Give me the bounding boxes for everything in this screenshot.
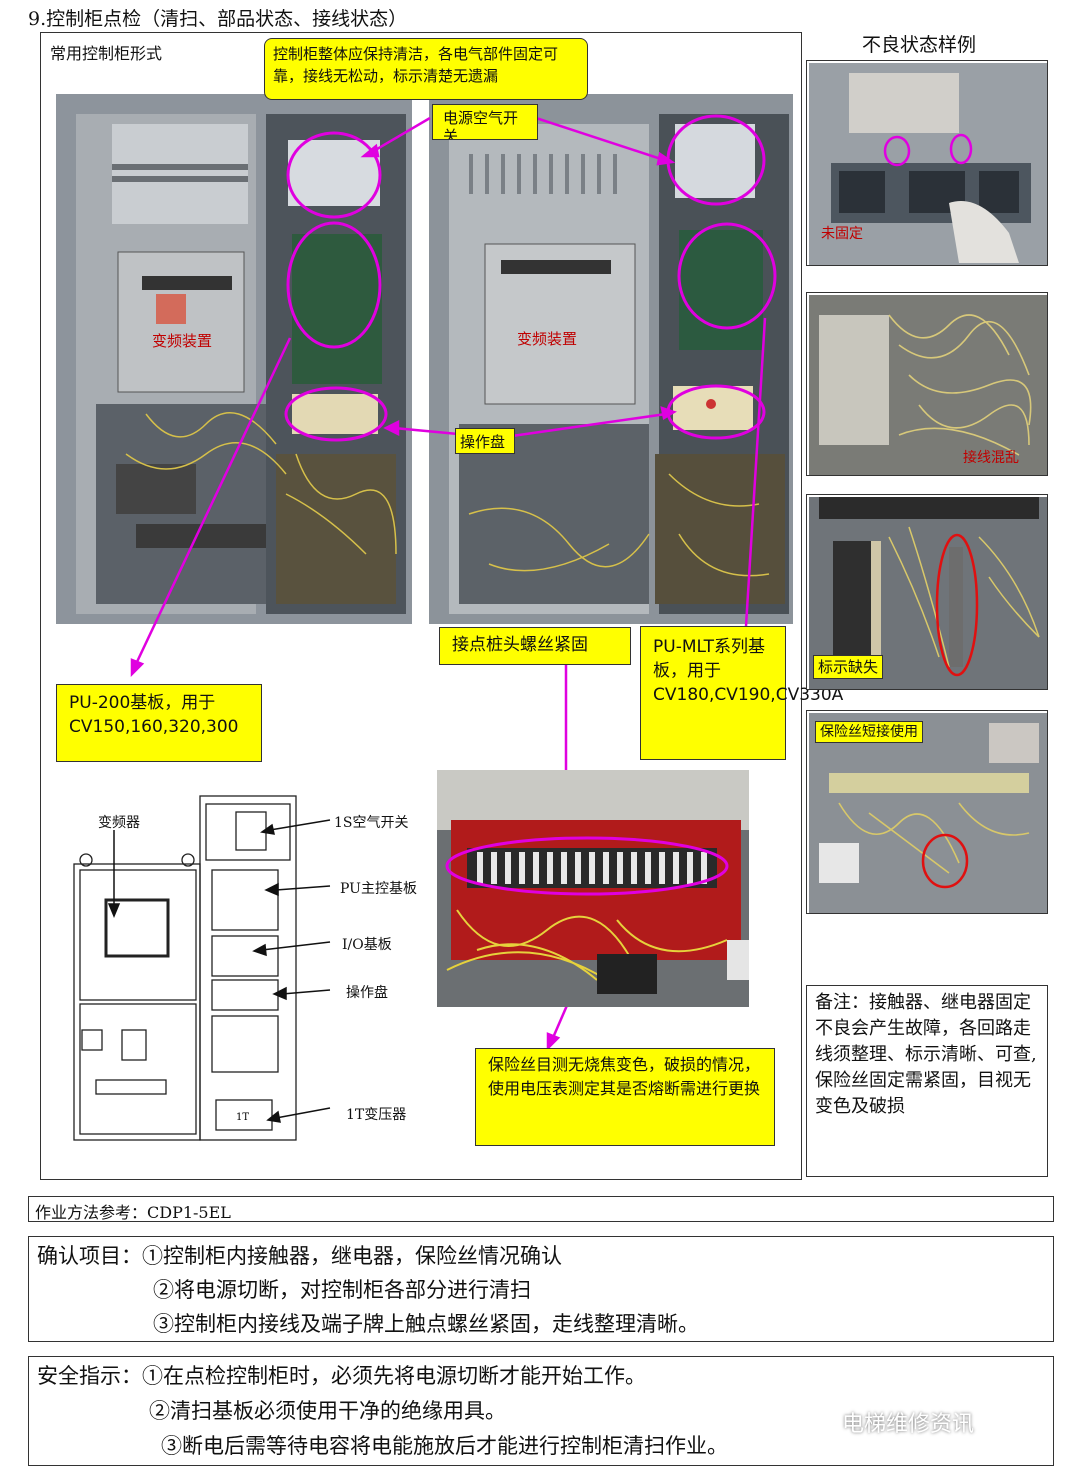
confirm-line-1: 确认项目：①控制柜内接触器，继电器，保险丝情况确认: [37, 1244, 562, 1268]
pu-board-diagram-label: PU主控基板: [340, 881, 417, 897]
confirm-line-3: ③控制柜内接线及端子牌上触点螺丝紧固，走线整理清晰。: [153, 1312, 699, 1336]
bad-example-missing-labels: 标示缺失: [806, 494, 1048, 690]
inverter-diagram-label: 变频器: [98, 815, 140, 831]
fuse-callout: 保险丝目测无烧焦变色，破损的情况，使用电压表测定其是否熔断需进行更换: [475, 1048, 775, 1146]
power-switch-callout: 电源空气开关: [432, 104, 538, 140]
confirm-items: 确认项目：①控制柜内接触器，继电器，保险丝情况确认 ②将电源切断，对控制柜各部分…: [28, 1236, 1054, 1342]
terminal-block-photo: [437, 770, 749, 1007]
main-panel: [40, 32, 802, 1180]
terminal-screw-callout: 接点桩头螺丝紧固: [439, 627, 631, 665]
pumlt-callout: PU-MLT系列基板，用于CV180,CV190,CV330A: [640, 626, 843, 760]
confirm-line-2: ②将电源切断，对控制柜各部分进行清扫: [153, 1278, 531, 1302]
caption-unfixed: 未固定: [821, 226, 863, 242]
left-cabinet-photo: [56, 94, 412, 624]
io-board-diagram-label: I/O基板: [342, 937, 392, 953]
watermark: 电梯维修资讯: [842, 1412, 975, 1437]
transformer-diagram-label: 1T变压器: [346, 1107, 407, 1123]
transformer-tag: 1T: [236, 1112, 249, 1123]
bad-example-messy-wiring: 接线混乱: [806, 292, 1048, 476]
right-cabinet-photo: [429, 94, 793, 624]
bad-example-fuse-shorted: 保险丝短接使用: [806, 710, 1048, 914]
air-switch-diagram-label: 1S空气开关: [334, 815, 409, 831]
pu200-callout: PU-200基板，用于CV150,160,320,300: [56, 684, 262, 762]
diagram-arrows: [107, 819, 331, 1123]
safety-instructions: 安全指示：①在点检控制柜时，必须先将电源切断才能开始工作。 ②清扫基板必须使用干…: [28, 1356, 1054, 1466]
remarks-box: 备注：接触器、继电器固定不良会产生故障，各回路走线须整理、标示清晰、可查,保险丝…: [806, 985, 1048, 1177]
caption-messy-wiring: 接线混乱: [963, 450, 1019, 466]
caption-fuse-shorted: 保险丝短接使用: [815, 721, 923, 743]
cabinet-form-label: 常用控制柜形式: [50, 44, 163, 63]
safety-line-1: 安全指示：①在点检控制柜时，必须先将电源切断才能开始工作。: [37, 1364, 646, 1388]
inverter-label-right: 变频装置: [517, 330, 578, 348]
bad-examples-title: 不良状态样例: [862, 34, 977, 56]
safety-line-2: ②清扫基板必须使用干净的绝缘用具。: [149, 1399, 506, 1423]
safety-line-3: ③断电后需等待电容将电能施放后才能进行控制柜清扫作业。: [161, 1434, 728, 1458]
method-reference: 作业方法参考：CDP1-5EL: [28, 1196, 1054, 1222]
op-panel-diagram-label: 操作盘: [346, 985, 388, 1001]
inverter-label-left: 变频装置: [152, 332, 213, 350]
page-title: 9.控制柜点检（清扫、部品状态、接线状态）: [28, 8, 408, 30]
overall-callout: 控制柜整体应保持清洁，各电气部件固定可靠，接线无松动，标示清楚无遗漏: [264, 38, 588, 100]
bad-example-unfixed: 未固定: [806, 60, 1048, 266]
operation-panel-callout: 操作盘: [455, 428, 515, 454]
caption-missing-labels: 标示缺失: [813, 655, 884, 679]
